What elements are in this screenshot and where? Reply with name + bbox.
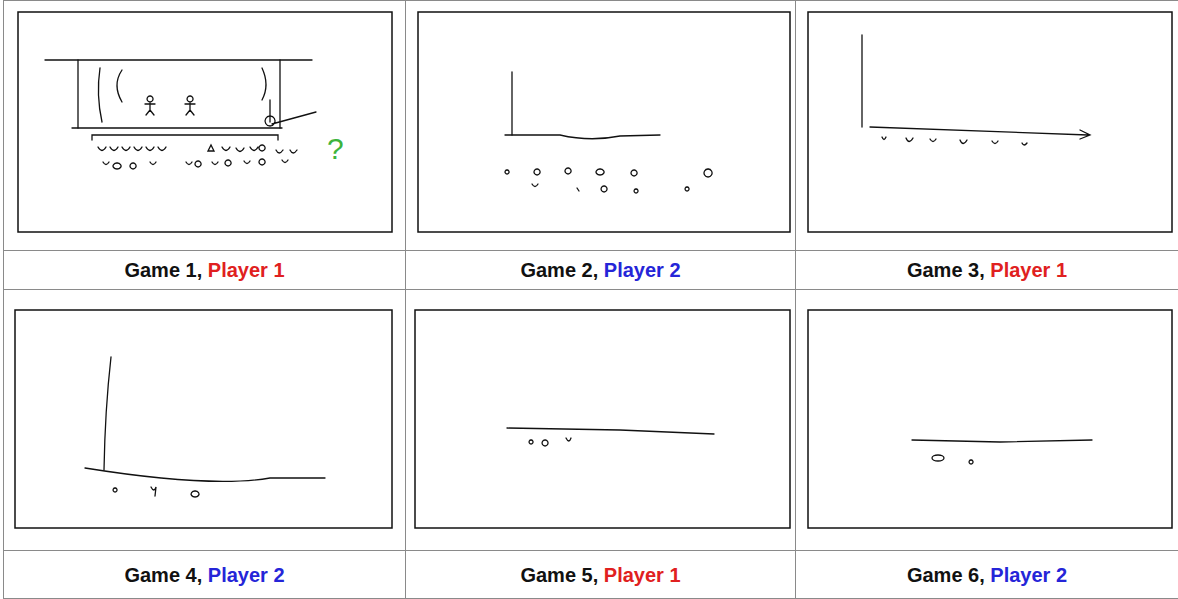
- game3-sketch: [862, 35, 1090, 145]
- stick-figure: [185, 96, 195, 115]
- player-label: Player 1: [604, 564, 681, 587]
- stage-line: [72, 127, 282, 128]
- caption-cell: Game 4, Player 2: [4, 551, 405, 599]
- question-mark: ?: [327, 134, 344, 164]
- stage-line: [45, 59, 312, 60]
- sketch-frame: [418, 12, 790, 232]
- game6-sketch: [912, 440, 1092, 464]
- floor-line: [912, 440, 1092, 442]
- audience-marks: [529, 438, 571, 446]
- game-label: Game 5,: [520, 564, 598, 587]
- curtain-line: [262, 68, 270, 122]
- player-label: Player 2: [990, 564, 1067, 587]
- game4-sketch: [85, 357, 325, 497]
- game-label: Game 3,: [907, 259, 985, 282]
- game2-sketch: [505, 72, 712, 193]
- floor-arrow: [870, 127, 1090, 139]
- grid-line: [3, 289, 1178, 290]
- table-border: [4, 1, 1178, 599]
- caption-cell: Game 1, Player 1: [4, 251, 405, 289]
- game-label: Game 1,: [124, 259, 202, 282]
- player-label: Player 1: [990, 259, 1067, 282]
- curtain-line: [98, 68, 122, 122]
- game1-sketch: [45, 60, 316, 169]
- floor-line: [85, 468, 325, 481]
- floor-line: [505, 135, 660, 139]
- game-label: Game 2,: [520, 259, 598, 282]
- stage-wall: [78, 60, 280, 128]
- caption-cell: Game 5, Player 1: [406, 551, 795, 599]
- grid-line: [3, 550, 1178, 551]
- player-label: Player 1: [208, 259, 285, 282]
- player-label: Player 2: [604, 259, 681, 282]
- audience-mark: [969, 460, 973, 464]
- wall-line: [861, 35, 862, 127]
- wall-line: [511, 72, 512, 135]
- game5-sketch: [507, 428, 714, 446]
- sketch-frame: [808, 310, 1172, 528]
- grid-line: [405, 0, 406, 599]
- stage-edge: [92, 135, 278, 140]
- sketch-frame: [15, 310, 392, 528]
- grid-line: [3, 250, 1178, 251]
- grid-line: [795, 0, 796, 599]
- game-label: Game 6,: [907, 564, 985, 587]
- caption-cell: Game 2, Player 2: [406, 251, 795, 289]
- audience-mark: [932, 455, 944, 461]
- wall-line: [104, 357, 111, 470]
- player-label: Player 2: [208, 564, 285, 587]
- audience-marks: [532, 184, 689, 193]
- audience-marks: [882, 137, 1027, 145]
- pointer-sketch: [265, 112, 316, 126]
- caption-cell: Game 3,Player 1: [796, 251, 1178, 289]
- sketch-frames: [15, 12, 1172, 528]
- caption-cell: Game 6,Player 2: [796, 551, 1178, 599]
- audience-marks: [103, 159, 288, 169]
- sketch-frame: [808, 12, 1172, 232]
- sketch-frame: [415, 310, 790, 528]
- sketch-frame: [18, 12, 392, 232]
- game-label: Game 4,: [124, 564, 202, 587]
- table-grid: [3, 0, 1178, 599]
- audience-marks: [98, 145, 297, 153]
- audience-marks: [505, 168, 712, 177]
- stick-figure: [145, 96, 155, 115]
- audience-marks: [113, 487, 199, 497]
- floor-line: [507, 428, 714, 434]
